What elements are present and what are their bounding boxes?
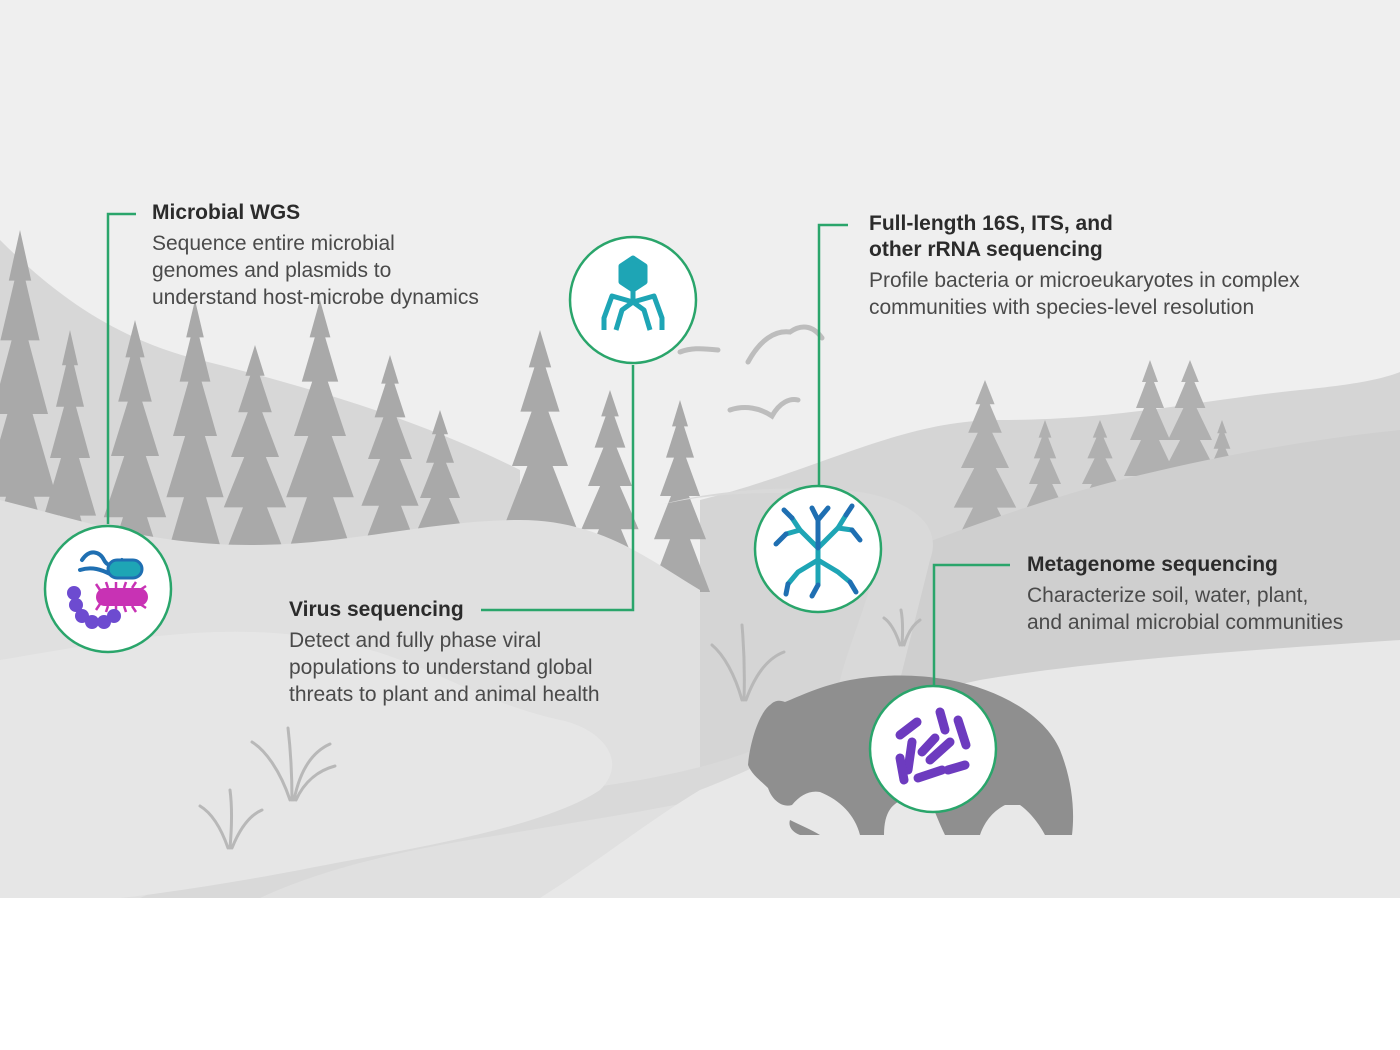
- bear-leg: [789, 820, 820, 835]
- callout-metagenome-sequencing: Metagenome sequencing Characterize soil,…: [1027, 552, 1377, 636]
- callout-description: Profile bacteria or microeukaryotes in c…: [869, 267, 1339, 321]
- desc-line: communities with species-level resolutio…: [869, 296, 1255, 319]
- desc-line: Profile bacteria or microeukaryotes in c…: [869, 269, 1300, 292]
- callout-title: Microbial WGS: [152, 201, 301, 224]
- icon-circle-metagenome: [868, 684, 998, 814]
- grass-tufts: [198, 608, 922, 850]
- desc-line: understand host-microbe dynamics: [152, 286, 479, 309]
- desc-line: populations to understand global: [289, 656, 593, 679]
- callout-rrna-sequencing: Full-length 16S, ITS, and other rRNA seq…: [869, 211, 1339, 321]
- title-line: other rRNA sequencing: [869, 238, 1103, 261]
- callout-microbial-wgs: Microbial WGS Sequence entire microbial …: [152, 200, 512, 311]
- fungal-mycelium-icon: [773, 503, 863, 599]
- desc-line: Sequence entire microbial: [152, 232, 395, 255]
- callout-title: Metagenome sequencing: [1027, 553, 1278, 576]
- callout-virus-sequencing: Virus sequencing Detect and fully phase …: [289, 597, 629, 708]
- birds: [677, 324, 825, 420]
- callout-title: Virus sequencing: [289, 598, 464, 621]
- callout-title: Full-length 16S, ITS, and other rRNA seq…: [869, 211, 1339, 263]
- callout-description: Sequence entire microbial genomes and pl…: [152, 230, 512, 311]
- desc-line: threats to plant and animal health: [289, 683, 600, 706]
- desc-line: and animal microbial communities: [1027, 611, 1344, 634]
- desc-line: genomes and plasmids to: [152, 259, 392, 282]
- callout-description: Detect and fully phase viral populations…: [289, 627, 629, 708]
- connector-lines: [106, 212, 1010, 686]
- bacteria-icon: [67, 550, 148, 629]
- bacteriophage-icon: [601, 255, 665, 331]
- desc-line: Detect and fully phase viral: [289, 629, 542, 652]
- title-line: Full-length 16S, ITS, and: [869, 212, 1113, 235]
- desc-line: Characterize soil, water, plant,: [1027, 584, 1309, 607]
- rod-bacteria-icon: [895, 707, 971, 785]
- callout-description: Characterize soil, water, plant, and ani…: [1027, 582, 1377, 636]
